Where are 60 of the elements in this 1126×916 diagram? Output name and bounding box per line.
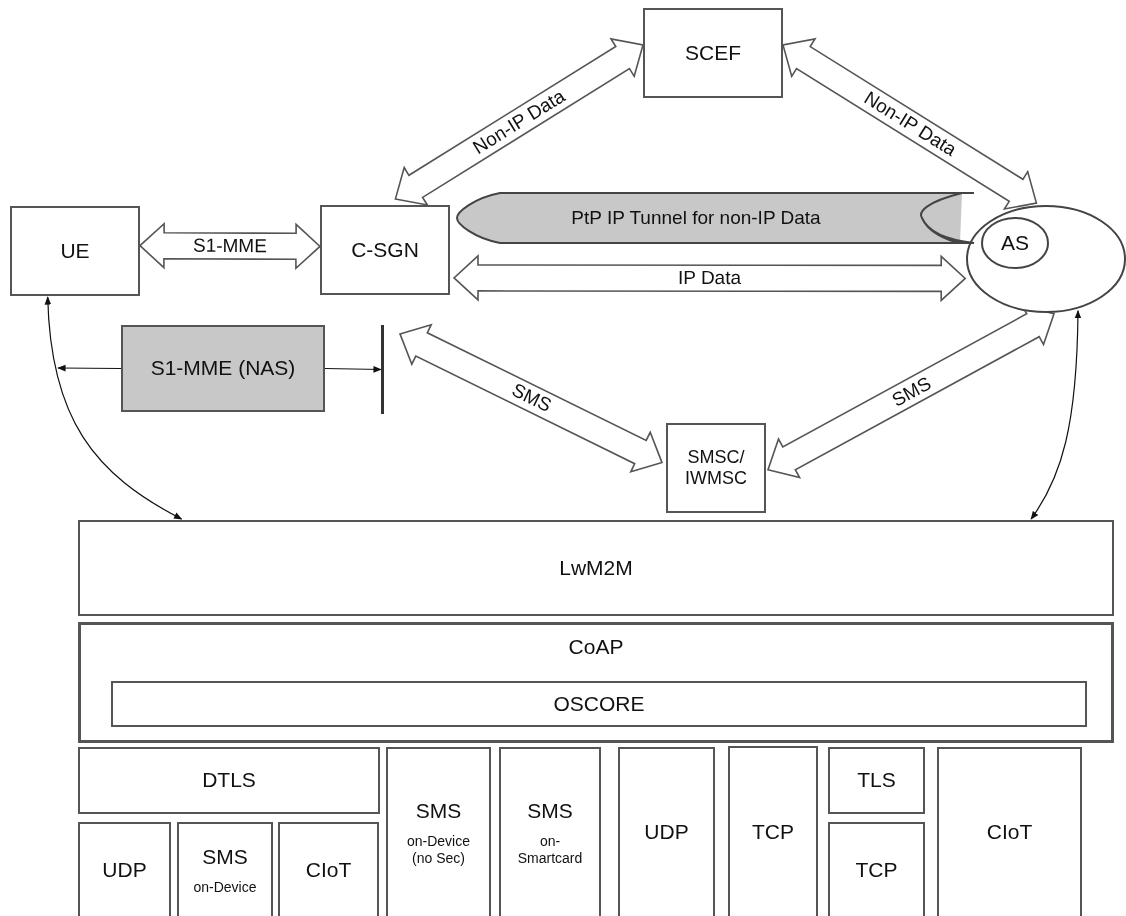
node-label: UDP	[102, 857, 147, 883]
node-label: SCEF	[685, 40, 741, 66]
node-label: SMS	[415, 798, 462, 823]
block-arrow	[452, 254, 967, 303]
protocol-layer	[78, 747, 380, 814]
node-label: TLS	[857, 768, 896, 793]
protocol-layer	[386, 747, 491, 916]
server-ellipse	[981, 217, 1049, 269]
arrow	[1030, 309, 1082, 520]
node-label: UDP	[644, 820, 689, 845]
node-label: UE	[60, 238, 90, 264]
protocol-layer	[278, 822, 379, 916]
edge-label: SMS	[507, 379, 555, 418]
protocol-layer	[728, 746, 818, 916]
protocol-layer	[78, 822, 171, 916]
server-ellipse	[966, 205, 1126, 313]
vertical-bar	[381, 325, 384, 414]
entity-box	[10, 206, 140, 296]
node-label: TCP	[752, 819, 794, 845]
protocol-layer	[828, 822, 925, 916]
edge-label: IP Data	[678, 267, 742, 290]
node-label: CIoT	[305, 857, 352, 883]
node-sublabel: on-Device (no Sec)	[406, 832, 471, 867]
node-label: SMSC/ IWMSC	[684, 447, 748, 489]
protocol-layer	[78, 520, 1114, 616]
block-arrow	[394, 37, 644, 207]
node-label: AS	[1001, 230, 1029, 256]
protocol-layer	[937, 747, 1082, 916]
node-label: CIoT	[986, 820, 1033, 845]
protocol-layer	[828, 747, 925, 814]
edge-label: S1-MME	[192, 234, 267, 258]
arrow	[57, 364, 122, 372]
block-arrow	[138, 221, 322, 271]
node-label: SMS	[202, 844, 248, 869]
protocol-layer	[618, 747, 715, 916]
message-box	[121, 325, 325, 412]
protocol-layer	[111, 681, 1087, 727]
entity-box	[666, 423, 766, 513]
node-label: PtP IP Tunnel for non-IP Data	[570, 208, 822, 228]
node-label: CoAP	[568, 635, 624, 660]
node-sublabel: on-Smartcard	[516, 832, 584, 867]
node-label: SMS	[527, 798, 573, 823]
protocol-layer	[177, 822, 273, 916]
node-label: LwM2M	[559, 555, 633, 581]
entity-box	[320, 205, 450, 295]
node-label: TCP	[855, 857, 898, 883]
edge-label: SMS	[887, 372, 935, 412]
block-arrow	[782, 37, 1038, 211]
node-sublabel: on-Device	[192, 878, 258, 896]
node-label: C-SGN	[351, 237, 419, 263]
protocol-layer	[499, 747, 601, 916]
arrow	[324, 366, 382, 373]
node-label: OSCORE	[553, 691, 645, 717]
node-label: S1-MME (NAS)	[150, 356, 296, 381]
arrow	[44, 296, 183, 520]
node-label: DTLS	[202, 768, 256, 793]
block-arrow	[398, 323, 664, 474]
tunnel-band	[456, 192, 976, 244]
entity-box	[643, 8, 783, 98]
protocol-layer	[78, 622, 1114, 743]
